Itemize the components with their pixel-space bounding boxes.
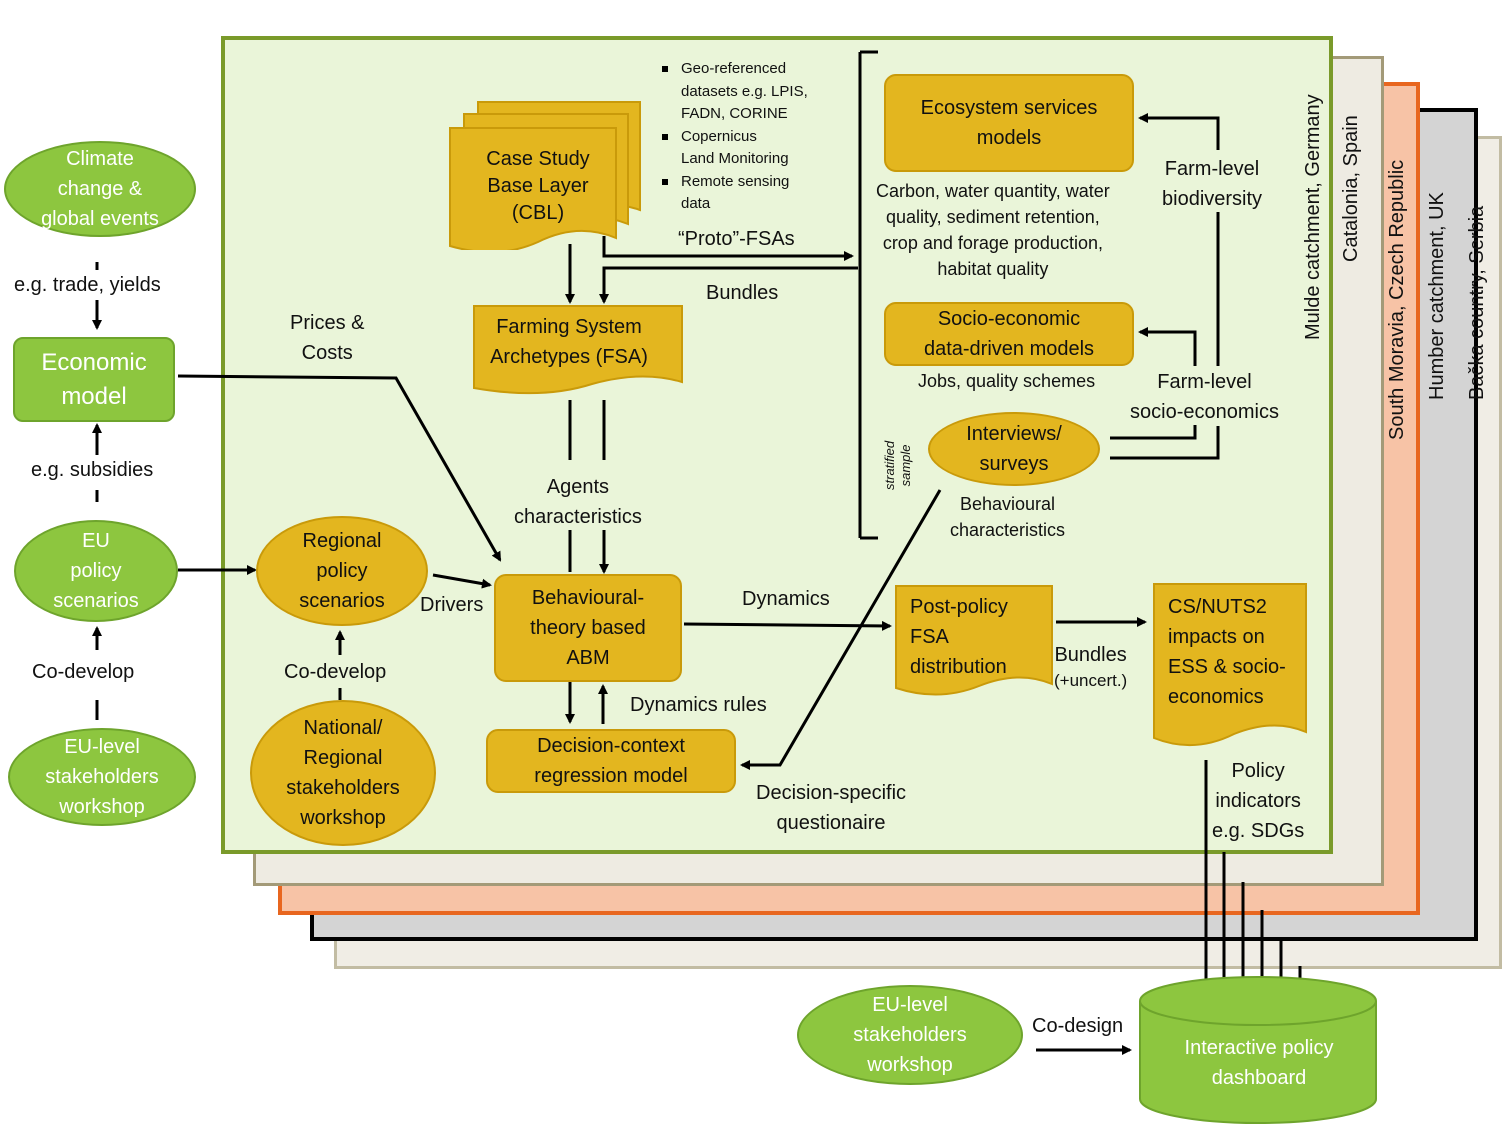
- interviews-ellipse: Interviews/surveys: [928, 412, 1100, 486]
- dynamics-label: Dynamics: [742, 588, 830, 610]
- fsa-document: [473, 305, 683, 395]
- impacts-document: [1153, 583, 1307, 747]
- bundles-top-label: Bundles: [706, 282, 779, 304]
- dashboard-cylinder: [1139, 976, 1377, 1124]
- subsidies-label: e.g. subsidies: [31, 459, 154, 481]
- bundles-uncert-label: Bundles(+uncert.): [1054, 644, 1128, 690]
- trade-label: e.g. trade, yields: [14, 274, 161, 296]
- dynamics-rules-label: Dynamics rules: [630, 694, 767, 716]
- codesign-label: Co-design: [1032, 1015, 1124, 1037]
- drivers-label: Drivers: [420, 594, 484, 616]
- layer-mulde: [221, 36, 1333, 854]
- datasets-list: Geo-referenced datasets e.g. LPIS, FADN,…: [662, 58, 808, 216]
- post-policy-document: [895, 585, 1053, 696]
- jobs-label: Jobs, quality schemes: [918, 371, 1096, 391]
- cbl-document-stack: [449, 101, 641, 250]
- proto-fsas-label: “Proto”-FSAs: [678, 228, 795, 250]
- prices-label: Prices &Costs: [290, 312, 365, 364]
- codevelop-left-label: Co-develop: [32, 661, 135, 683]
- codevelop-mid-label: Co-develop: [284, 661, 387, 683]
